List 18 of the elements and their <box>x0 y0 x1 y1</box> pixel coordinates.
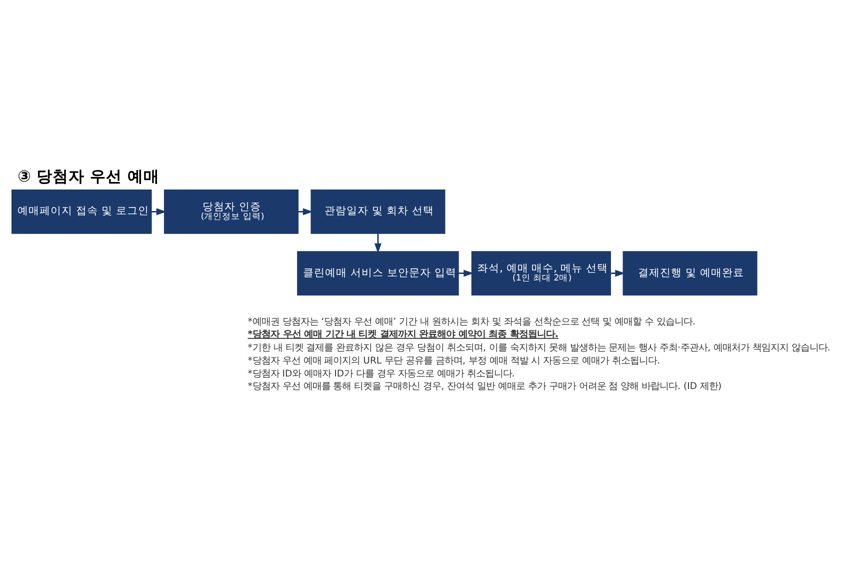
label: *당첨자 우선 예매 페이지의 URL 무단 공유를 금하며, 부정 예매 적발 시 자동으로 예매가 취소됩니다. <box>247 354 660 366</box>
label: *예매권 당첨자는 ‘당첨자 우선 예매’ 기간 내 원하시는 회차 및 좌석을 선착순으로 선택 및 예매할 수 있습니다. <box>247 316 696 328</box>
label: *당첨자 우선 예매 기간 내 티켓 결제까지 완료해야 예약이 최종 확정됩니다. <box>247 328 558 340</box>
node-box: 관람일자 및 회차 선택 <box>310 189 445 234</box>
node-box: 당첨자 인증 (개인정보 입력) <box>163 189 298 234</box>
node-box: 좌석, 예매 매수, 메뉴 선택 (1인 최대 2매) <box>470 250 610 295</box>
node-box: 클린예매 서비스 보안문자 입력 <box>296 250 458 295</box>
node-box: 결제진행 및 예매완료 <box>622 250 757 295</box>
node-box: 예매페이지 접속 및 로그인 <box>11 189 152 234</box>
arrow <box>458 269 474 276</box>
diagram-title: ③ 당첨자 우선 예매 <box>17 166 159 186</box>
label: *기한 내 티켓 결제를 완료하지 않은 경우 당첨이 취소되며, 이를 숙지하지 못해 발생하는 문제는 행사 주최·주관사, 예매처가 책임지지 않습니다. <box>247 342 830 353</box>
arrow <box>610 269 625 276</box>
arrow <box>374 233 381 253</box>
label: *당첨자 ID와 예매자 ID가 다를 경우 자동으로 예매가 취소됩니다. <box>247 368 514 379</box>
arrow <box>298 208 312 215</box>
arrow <box>150 208 166 215</box>
label: *당첨자 우선 예매를 통해 티켓을 구매하신 경우, 잔여석 일반 예매로 추가 구매가 어려운 점 양해 바랍니다. (ID 제한) <box>247 380 722 392</box>
